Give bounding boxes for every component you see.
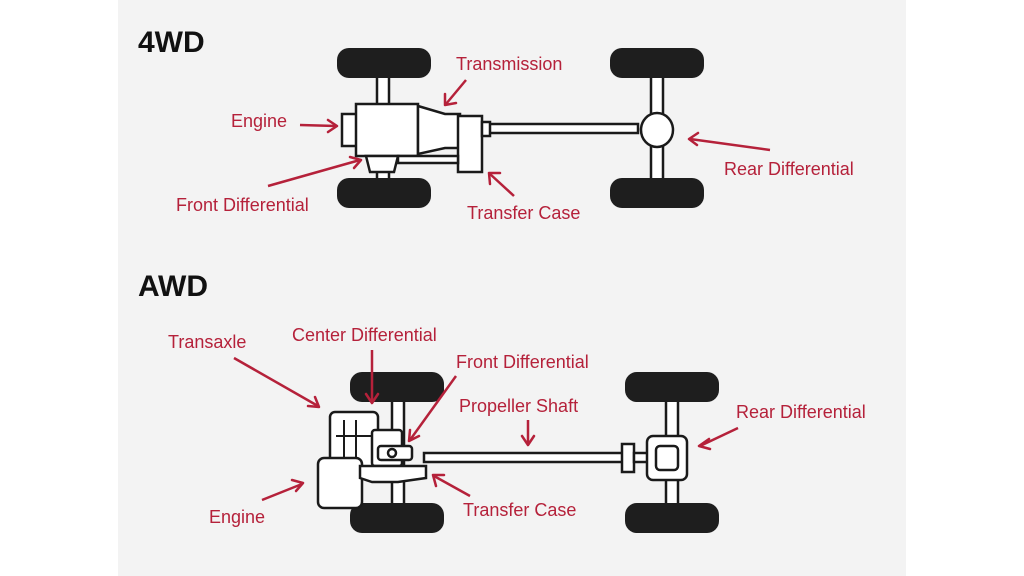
arrow-awd-engine — [261, 478, 305, 502]
4wd-rear-right-wheel — [610, 178, 704, 208]
awd-propeller-shaft — [422, 451, 626, 464]
4wd-front-differential — [364, 154, 400, 174]
4wd-arrows — [267, 79, 771, 197]
arrow-awd-transaxle — [233, 356, 321, 409]
4wd-transfer-output — [480, 120, 492, 138]
awd-rear-left-wheel — [625, 372, 719, 402]
arrow-4wd-rear-differential — [687, 131, 771, 152]
label-awd-engine: Engine — [209, 507, 265, 527]
arrow-awd-propeller-shaft — [520, 420, 536, 447]
label-awd-rear-differential: Rear Differential — [736, 402, 866, 422]
awd-front-left-wheel — [350, 372, 444, 402]
4wd-front-right-wheel — [337, 178, 431, 208]
awd-arrows — [233, 350, 739, 502]
4wd-engine — [354, 102, 420, 158]
label-4wd-transmission: Transmission — [456, 54, 562, 74]
awd-rear-coupling — [620, 442, 636, 474]
4wd-transfer-case — [456, 114, 484, 174]
arrow-awd-front-differential — [407, 375, 458, 443]
awd-rear-differential-core — [654, 444, 680, 472]
heading-4wd: 4WD — [138, 26, 205, 59]
4wd-transmission — [416, 104, 462, 156]
label-awd-front-differential: Front Differential — [456, 352, 589, 372]
label-4wd-transfer-case: Transfer Case — [467, 203, 580, 223]
arrow-awd-center-differential — [364, 350, 380, 405]
background-panel — [118, 0, 906, 576]
awd-rear-right-wheel — [625, 503, 719, 533]
awd-front-right-wheel — [350, 503, 444, 533]
4wd-front-left-wheel — [337, 48, 431, 78]
4wd-propeller-shaft — [486, 122, 640, 135]
label-4wd-front-differential: Front Differential — [176, 195, 309, 215]
label-4wd-rear-differential: Rear Differential — [724, 159, 854, 179]
4wd-front-shaft — [396, 154, 460, 165]
awd-chassis — [316, 372, 719, 533]
awd-transfer-case — [358, 464, 428, 484]
arrow-4wd-engine — [299, 118, 339, 134]
arrow-awd-rear-differential — [697, 426, 739, 451]
4wd-rear-left-wheel — [610, 48, 704, 78]
4wd-rear-differential — [639, 111, 675, 149]
label-awd-center-differential: Center Differential — [292, 325, 437, 345]
label-awd-propeller-shaft: Propeller Shaft — [459, 396, 578, 416]
arrow-4wd-transmission — [443, 79, 467, 107]
awd-front-differential-gear — [386, 447, 398, 459]
label-awd-transaxle: Transaxle — [168, 332, 246, 352]
arrow-4wd-transfer-case — [487, 171, 515, 197]
arrow-4wd-front-differential — [267, 155, 363, 188]
awd-engine — [316, 456, 364, 510]
label-4wd-engine: Engine — [231, 111, 287, 131]
label-awd-transfer-case: Transfer Case — [463, 500, 576, 520]
arrow-awd-transfer-case — [431, 473, 471, 498]
4wd-chassis — [337, 48, 704, 208]
heading-awd: AWD — [138, 270, 208, 303]
